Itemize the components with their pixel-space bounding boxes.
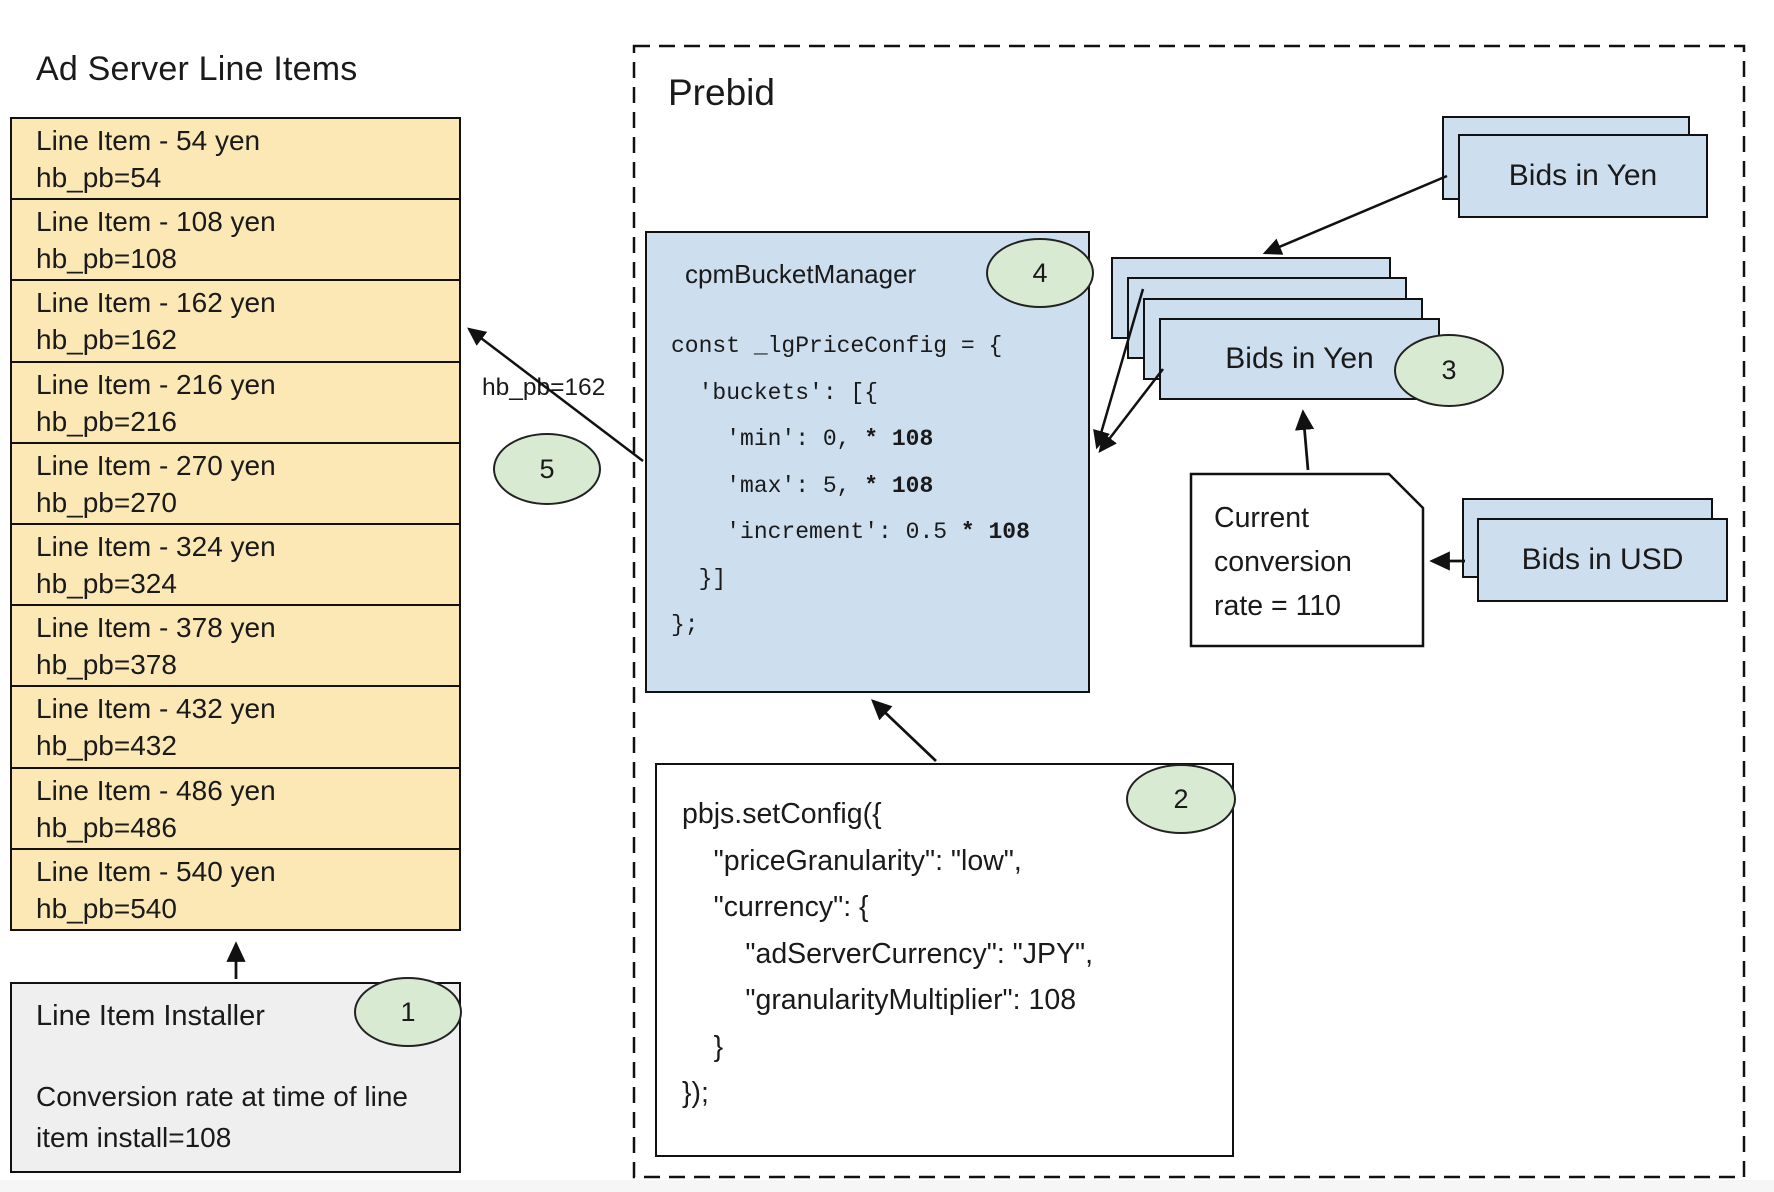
- table-row: Line Item - 162 yen hb_pb=162: [12, 281, 459, 363]
- arrow-yen-stack-to-cpm-2: [1098, 368, 1164, 453]
- line-item-label: Line Item - 378 yen: [36, 612, 276, 644]
- line-item-key: hb_pb=486: [36, 811, 177, 843]
- table-row: Line Item - 486 yen hb_pb=486: [12, 769, 459, 850]
- code-line: const _lgPriceConfig = {: [671, 333, 1003, 359]
- line-item-label: Line Item - 162 yen: [36, 287, 276, 319]
- code-line: "adServerCurrency": "JPY",: [682, 937, 1094, 970]
- table-row: Line Item - 324 yen hb_pb=324: [12, 525, 459, 607]
- installer-title: Line Item Installer: [36, 1000, 265, 1032]
- code-line: 'min': 0, * 108: [671, 426, 934, 452]
- line-item-key: hb_pb=432: [36, 730, 177, 762]
- bids-in-yen-top-card: Bids in Yen: [1458, 134, 1708, 218]
- bids-in-usd-label: Bids in USD: [1521, 543, 1684, 576]
- set-config-code: pbjs.setConfig({ "priceGranularity": "lo…: [682, 791, 1093, 1117]
- line-item-label: Line Item - 540 yen: [36, 855, 276, 887]
- line-item-key: hb_pb=108: [36, 243, 177, 275]
- line-item-label: Line Item - 54 yen: [36, 125, 261, 156]
- code-line: });: [682, 1077, 709, 1109]
- line-item-key: hb_pb=54: [36, 162, 162, 193]
- line-item-label: Line Item - 486 yen: [36, 774, 276, 806]
- table-row: Line Item - 378 yen hb_pb=378: [12, 606, 459, 688]
- arrow-setconfig-to-cpm: [871, 699, 937, 762]
- arrow-note-to-yen-stack: [1294, 409, 1315, 471]
- line-item-label: Line Item - 270 yen: [36, 449, 276, 481]
- line-item-key: hb_pb=162: [36, 324, 177, 356]
- code-line: 'increment': 0.5 * 108: [671, 519, 1030, 545]
- table-row: Line Item - 432 yen hb_pb=432: [12, 687, 459, 769]
- ad-server-title: Ad Server Line Items: [36, 50, 358, 88]
- cpm-bucket-manager-title: cpmBucketManager: [685, 259, 917, 289]
- line-item-label: Line Item - 432 yen: [36, 693, 276, 725]
- table-row: Line Item - 108 yen hb_pb=108: [12, 200, 459, 282]
- code-line: }]: [671, 565, 727, 592]
- code-line: }: [682, 1030, 724, 1063]
- line-item-label: Line Item - 324 yen: [36, 531, 276, 563]
- code-line: "granularityMultiplier": 108: [682, 984, 1077, 1016]
- line-item-key: hb_pb=540: [36, 892, 177, 924]
- line-item-key: hb_pb=216: [36, 405, 177, 437]
- table-row: Line Item - 540 yen hb_pb=540: [12, 850, 459, 929]
- step-badge-5: 5: [493, 433, 601, 505]
- code-line: pbjs.setConfig({: [682, 798, 882, 830]
- line-item-key: hb_pb=270: [36, 486, 177, 518]
- table-row: Line Item - 270 yen hb_pb=270: [12, 444, 459, 526]
- installer-note: Conversion rate at time of line item ins…: [36, 1081, 408, 1153]
- arrow-price-label: hb_pb=162: [482, 374, 606, 401]
- cpm-code: const _lgPriceConfig = { 'buckets': [{ '…: [671, 323, 1030, 649]
- page-bottom-strip: [0, 1180, 1774, 1192]
- line-item-key: hb_pb=324: [36, 568, 177, 600]
- line-item-label: Line Item - 108 yen: [36, 206, 276, 238]
- code-line: };: [671, 612, 699, 638]
- arrow-yen-top-to-stack: [1262, 174, 1448, 255]
- step-badge-2: 2: [1126, 764, 1236, 834]
- bids-in-yen-top-label: Bids in Yen: [1508, 159, 1658, 192]
- bids-in-usd-card: Bids in USD: [1477, 518, 1728, 602]
- conversion-note-text: Current conversion rate = 110: [1214, 502, 1352, 622]
- code-line: "priceGranularity": "low",: [682, 844, 1022, 877]
- code-line: "currency": {: [682, 891, 869, 923]
- line-item-key: hb_pb=378: [36, 649, 177, 681]
- prebid-title: Prebid: [668, 72, 775, 113]
- step-badge-3: 3: [1394, 334, 1504, 407]
- line-item-label: Line Item - 216 yen: [36, 368, 276, 400]
- table-row: Line Item - 54 yen hb_pb=54: [12, 119, 459, 201]
- code-line: 'max': 5, * 108: [671, 472, 934, 499]
- step-badge-4: 4: [986, 238, 1094, 308]
- code-line: 'buckets': [{: [671, 379, 879, 406]
- table-row: Line Item - 216 yen hb_pb=216: [12, 363, 459, 444]
- step-badge-1: 1: [354, 977, 462, 1047]
